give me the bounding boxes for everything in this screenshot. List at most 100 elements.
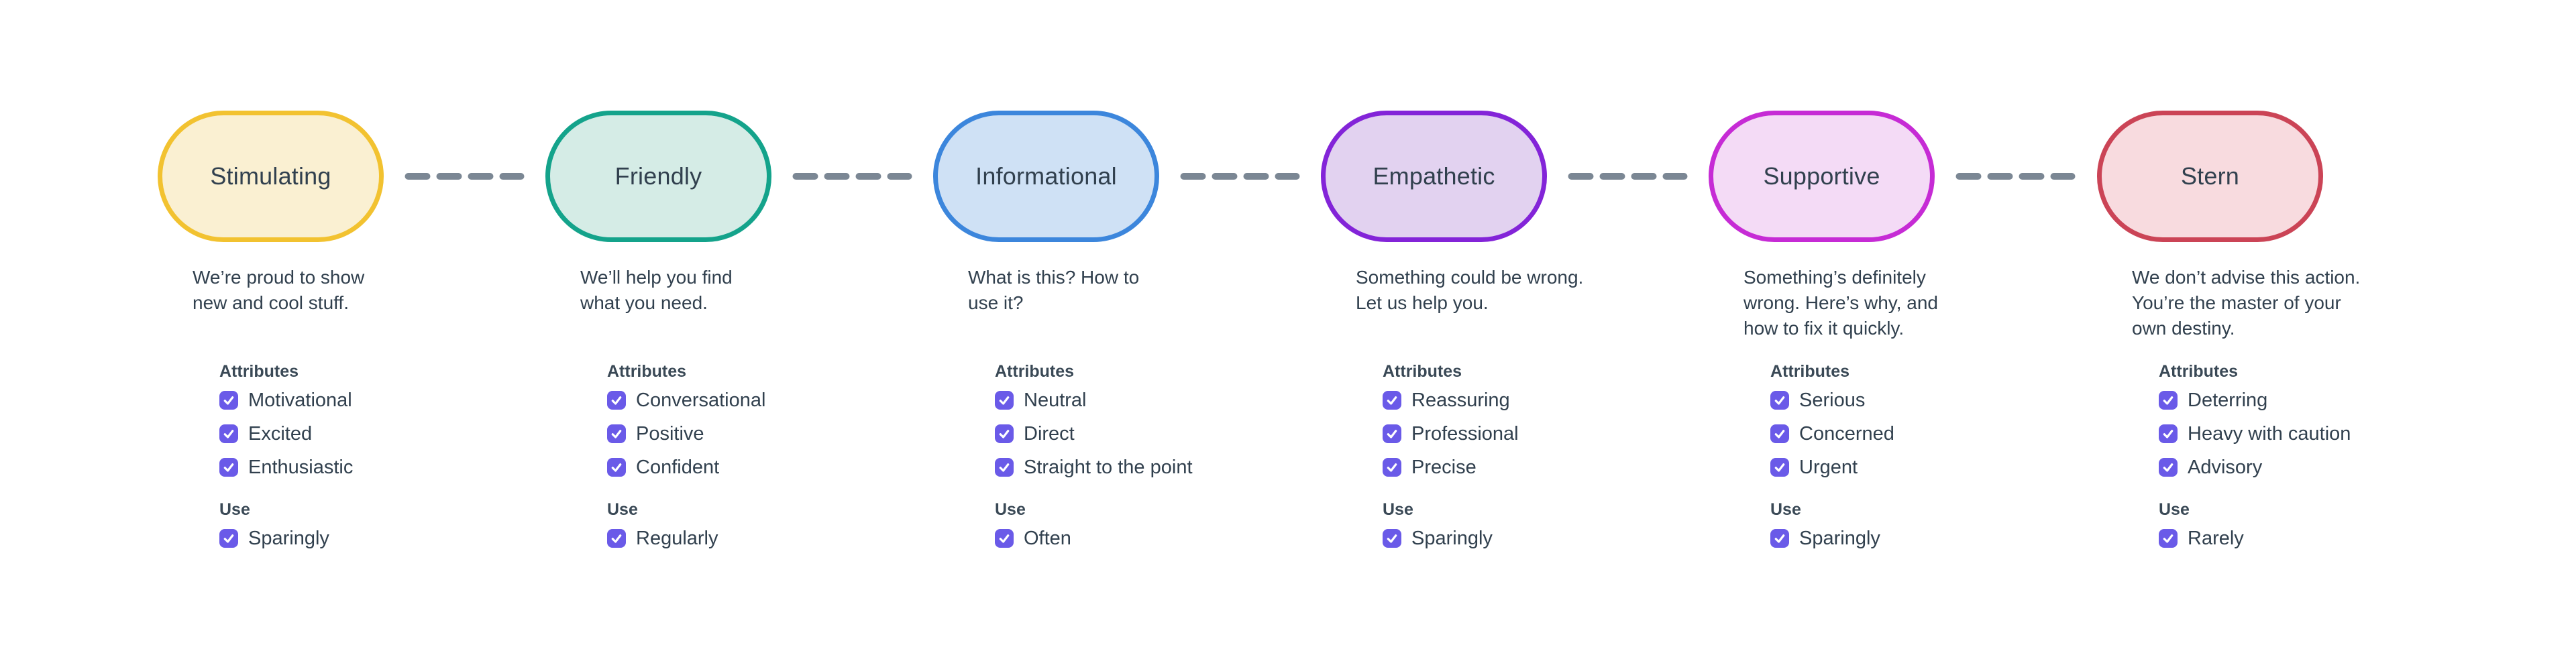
- checkbox-checked-icon[interactable]: [1383, 391, 1401, 410]
- checkbox-checked-icon[interactable]: [995, 529, 1014, 548]
- checkbox-row: Heavy with caution: [2159, 422, 2351, 445]
- tone-name: Informational: [975, 162, 1117, 190]
- tone-description-line: We’re proud to show: [193, 267, 365, 288]
- checkbox-label: Professional: [1411, 422, 1519, 445]
- checkbox-checked-icon[interactable]: [1770, 458, 1789, 477]
- tone-name: Empathetic: [1373, 162, 1495, 190]
- checkbox-checked-icon[interactable]: [1383, 458, 1401, 477]
- dashed-connector-line: [792, 173, 912, 180]
- checkbox-label: Sparingly: [1799, 527, 1880, 549]
- checkbox-checked-icon[interactable]: [2159, 424, 2178, 443]
- checkbox-row: Enthusiastic: [219, 456, 354, 478]
- checkbox-row: Positive: [607, 423, 765, 445]
- use-section: Use Regularly: [607, 498, 718, 563]
- checkbox-checked-icon[interactable]: [1770, 529, 1789, 548]
- checkbox-label: Sparingly: [248, 527, 329, 549]
- tone-description-line: use it?: [968, 292, 1024, 313]
- checkbox-checked-icon[interactable]: [1770, 391, 1789, 410]
- checkbox-label: Enthusiastic: [248, 456, 354, 478]
- tone-name: Supportive: [1763, 162, 1880, 190]
- attributes-heading: Attributes: [2159, 362, 2239, 381]
- checkbox-row: Regularly: [607, 527, 718, 549]
- dashed-connector-line: [1955, 173, 2076, 180]
- tone-pill: Empathetic: [1321, 111, 1547, 242]
- dashed-connector-line: [1568, 173, 1688, 180]
- checkbox-checked-icon[interactable]: [995, 424, 1014, 443]
- checkbox-checked-icon[interactable]: [219, 458, 238, 477]
- checkbox-checked-icon[interactable]: [607, 424, 626, 443]
- tone-description-line: You’re the master of your: [2132, 292, 2341, 313]
- tone-description-line: how to fix it quickly.: [1743, 318, 1904, 339]
- tone-description-line: own destiny.: [2132, 318, 2235, 339]
- tone-description-line: Something could be wrong.: [1356, 267, 1584, 288]
- checkbox-row: Motivational: [219, 389, 353, 411]
- tone-pill: Stimulating: [158, 111, 384, 242]
- checkbox-checked-icon[interactable]: [995, 391, 1014, 410]
- use-heading: Use: [1383, 500, 1413, 519]
- use-section: Use Rarely: [2159, 498, 2244, 563]
- checkbox-checked-icon[interactable]: [1383, 424, 1401, 443]
- checkbox-row: Serious: [1770, 390, 1894, 411]
- checkbox-label: Concerned: [1799, 422, 1894, 445]
- checkbox-label: Urgent: [1799, 456, 1858, 478]
- checkbox-label: Confident: [636, 456, 720, 478]
- checkbox-row: Sparingly: [1383, 528, 1493, 549]
- checkbox-checked-icon[interactable]: [219, 391, 238, 410]
- tone-pill: Friendly: [545, 111, 771, 242]
- checkbox-checked-icon[interactable]: [607, 529, 626, 548]
- checkbox-label: Reassuring: [1411, 389, 1510, 411]
- checkbox-row: Concerned: [1770, 422, 1894, 445]
- tone-description: We don’t advise this action.You’re the m…: [2132, 265, 2459, 341]
- checkbox-checked-icon[interactable]: [1383, 529, 1401, 548]
- checkbox-row: Straight to the point: [995, 457, 1193, 478]
- checkbox-row: Excited: [219, 423, 353, 445]
- checkbox-row: Confident: [607, 456, 765, 478]
- use-heading: Use: [2159, 500, 2190, 519]
- attributes-heading: Attributes: [1383, 362, 1462, 381]
- attributes-heading: Attributes: [995, 362, 1075, 381]
- checkbox-label: Regularly: [636, 527, 718, 549]
- tone-description-line: We’ll help you find: [580, 267, 733, 288]
- tone-name: Stimulating: [210, 162, 331, 190]
- checkbox-row: Direct: [995, 423, 1193, 445]
- dashed-connector-line: [1180, 173, 1300, 180]
- checkbox-label: Heavy with caution: [2188, 422, 2351, 445]
- checkbox-checked-icon[interactable]: [607, 458, 626, 477]
- checkbox-label: Motivational: [248, 389, 352, 411]
- tone-description: Something could be wrong.Let us help you…: [1356, 265, 1683, 316]
- checkbox-row: Rarely: [2159, 528, 2244, 549]
- checkbox-label: Neutral: [1024, 389, 1087, 411]
- use-section: Use Sparingly: [219, 498, 329, 563]
- checkbox-checked-icon[interactable]: [995, 458, 1014, 477]
- tone-name: Friendly: [614, 162, 702, 190]
- tone-pill: Supportive: [1709, 111, 1935, 242]
- checkbox-checked-icon[interactable]: [2159, 529, 2178, 548]
- checkbox-checked-icon[interactable]: [607, 391, 626, 410]
- checkbox-checked-icon[interactable]: [2159, 391, 2178, 410]
- checkbox-checked-icon[interactable]: [1770, 424, 1789, 443]
- attributes-heading: Attributes: [1770, 362, 1850, 381]
- use-rows: Sparingly: [219, 527, 329, 549]
- tone-column: Stern We don’t advise this action.You’re…: [2097, 111, 2459, 580]
- tone-description-line: Something’s definitely: [1743, 267, 1926, 288]
- use-heading: Use: [219, 500, 250, 519]
- checkbox-checked-icon[interactable]: [219, 424, 238, 443]
- checkbox-checked-icon[interactable]: [2159, 458, 2178, 477]
- checkbox-checked-icon[interactable]: [219, 529, 238, 548]
- use-rows: Often: [995, 528, 1071, 549]
- checkbox-row: Sparingly: [219, 527, 329, 549]
- checkbox-label: Deterring: [2188, 389, 2268, 411]
